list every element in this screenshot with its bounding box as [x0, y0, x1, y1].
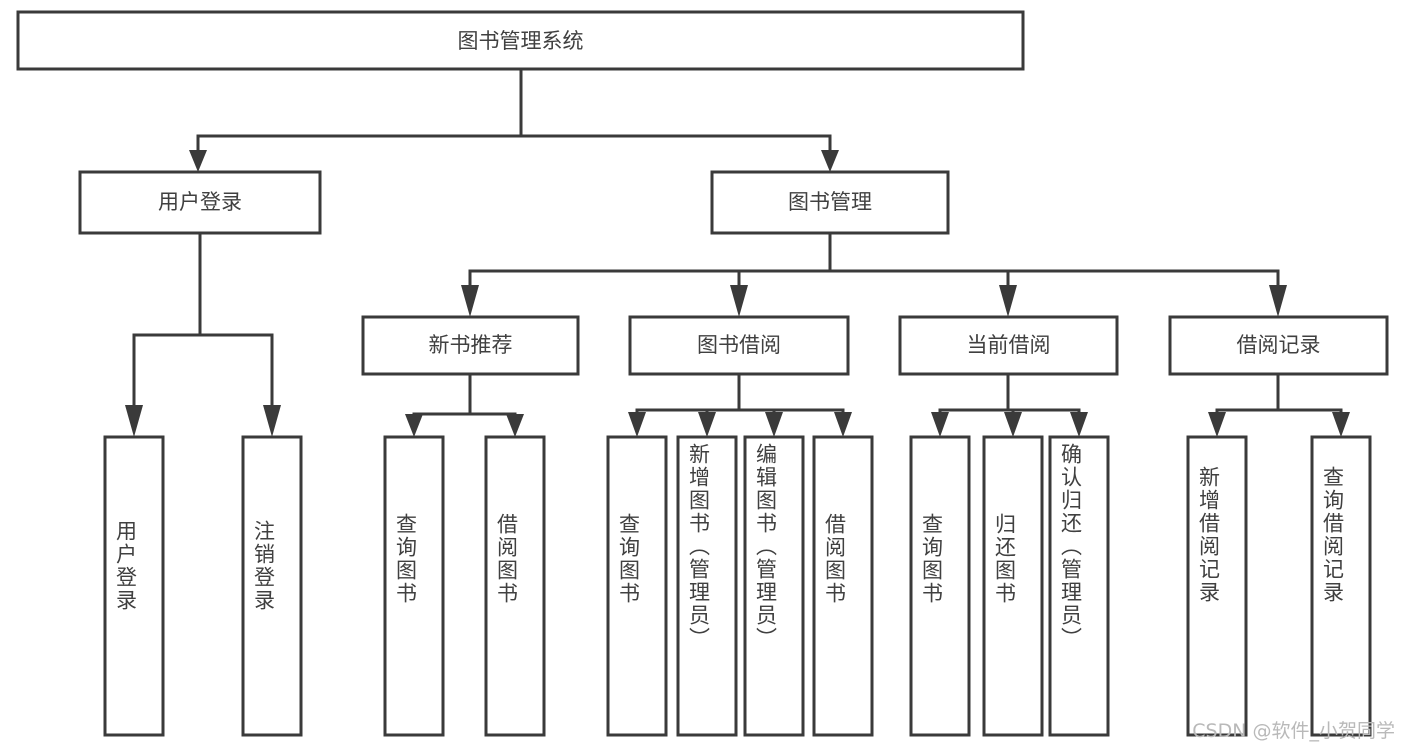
leaf-box-add-record[interactable]: [1186, 435, 1248, 737]
node-label-book-borrow: 图书借阅: [697, 333, 781, 357]
connector-book-manage-to-level3: [468, 231, 1280, 292]
leaf-label-query-book-2: 查询图书: [616, 513, 641, 605]
arrow-head-leaf-query-book-1: [405, 414, 423, 437]
arrow-head-leaf-query-record: [1332, 412, 1350, 437]
node-box-root[interactable]: [16, 10, 1025, 71]
leaf-label-borrow-book-2: 借阅图书: [822, 513, 847, 605]
arrow-head-leaf-query-book-3: [931, 412, 949, 437]
arrow-head-new-book-rec: [461, 285, 479, 317]
leaf-box-logout[interactable]: [241, 435, 303, 737]
arrow-head-leaf-edit-book: [765, 412, 783, 437]
leaf-label-borrow-book-1: 借阅图书: [494, 513, 519, 605]
leaf-label-confirm-return: 确认归还（管理员）: [1058, 443, 1083, 650]
leaf-box-add-book[interactable]: [676, 435, 738, 737]
leaf-box-query-record[interactable]: [1310, 435, 1372, 737]
node-label-current-borrow: 当前借阅: [967, 333, 1051, 357]
leaf-label-add-record: 新增借阅记录: [1196, 466, 1221, 604]
leaf-label-user-login: 用户登录: [113, 520, 138, 612]
leaf-box-return-book[interactable]: [982, 435, 1044, 737]
leaf-box-query-book-1[interactable]: [383, 435, 445, 737]
leaf-label-query-book-1: 查询图书: [393, 513, 418, 605]
node-box-book-manage[interactable]: [710, 170, 950, 235]
connector-current-borrow-to-leaves: [938, 372, 1081, 418]
arrow-head-leaf-add-book: [698, 412, 716, 437]
node-label-borrow-record: 借阅记录: [1237, 333, 1321, 357]
arrow-head-borrow-record: [1269, 285, 1287, 317]
leaf-box-edit-book[interactable]: [743, 435, 805, 737]
leaf-box-borrow-book-1[interactable]: [484, 435, 546, 737]
connector-book-borrow-to-leaves: [635, 372, 845, 418]
node-label-book-manage: 图书管理: [788, 190, 872, 214]
arrow-head-leaf-user-login: [125, 405, 143, 437]
leaf-box-query-book-2[interactable]: [606, 435, 668, 737]
arrow-head-user-login: [189, 150, 207, 172]
leaf-label-add-book: 新增图书（管理员）: [686, 443, 711, 650]
leaf-box-borrow-book-2[interactable]: [812, 435, 874, 737]
node-label-root: 图书管理系统: [458, 29, 584, 53]
leaf-box-user-login[interactable]: [103, 435, 165, 737]
arrow-head-book-borrow: [730, 285, 748, 317]
leaf-box-confirm-return[interactable]: [1048, 435, 1110, 737]
csdn-watermark: CSDN @软件_小贺同学: [1192, 720, 1395, 742]
leaf-label-query-book-3: 查询图书: [919, 513, 944, 605]
node-box-user-login[interactable]: [78, 170, 322, 235]
arrow-head-book-manage: [821, 150, 839, 172]
connector-user-login-to-leaves: [132, 231, 274, 412]
arrow-head-current-borrow: [999, 285, 1017, 317]
node-label-new-book-rec: 新书推荐: [429, 333, 513, 357]
arrow-head-leaf-query-book-2: [628, 412, 646, 437]
node-box-borrow-record[interactable]: [1168, 315, 1389, 376]
leaf-label-return-book: 归还图书: [992, 513, 1017, 605]
connector-new-book-rec-to-leaves: [412, 372, 517, 422]
arrow-head-leaf-borrow-book-1: [506, 414, 524, 437]
connector-root-to-level2: [196, 67, 832, 157]
leaf-label-logout: 注销登录: [251, 520, 276, 612]
arrow-head-leaf-confirm-return: [1070, 412, 1088, 437]
leaf-label-edit-book: 编辑图书（管理员）: [753, 443, 778, 650]
node-label-user-login: 用户登录: [158, 190, 242, 214]
leaf-label-query-record: 查询借阅记录: [1320, 466, 1345, 604]
arrow-head-leaf-return-book: [1004, 412, 1022, 437]
arrow-head-leaf-borrow-book-2: [834, 412, 852, 437]
connector-borrow-record-to-leaves: [1215, 372, 1343, 418]
arrow-head-leaf-logout: [263, 405, 281, 437]
leaf-box-query-book-3[interactable]: [909, 435, 971, 737]
arrow-head-leaf-add-record: [1208, 412, 1226, 437]
node-box-book-borrow[interactable]: [628, 315, 850, 376]
